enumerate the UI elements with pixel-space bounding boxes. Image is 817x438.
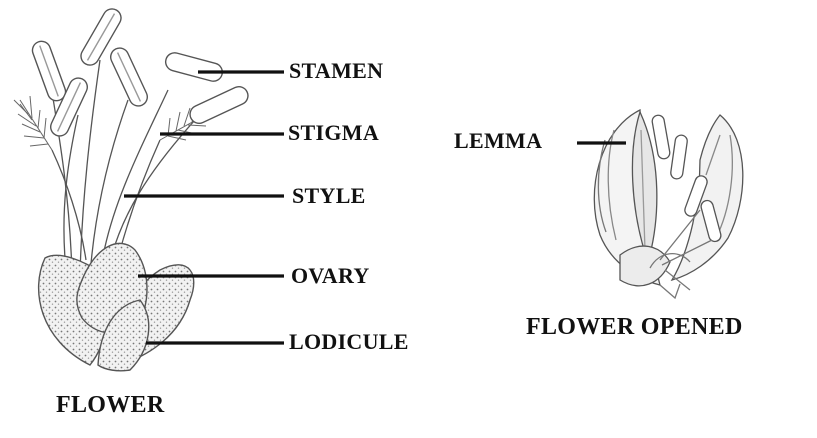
leader-lines-flower (124, 70, 284, 345)
label-lemma: LEMMA (454, 128, 543, 153)
label-ovary: OVARY (291, 263, 370, 288)
caption-flower-opened: FLOWER OPENED (526, 314, 743, 340)
caption-flower: FLOWER (56, 392, 165, 418)
label-style: STYLE (292, 183, 366, 208)
anthers (31, 8, 249, 137)
label-stigma: STIGMA (288, 120, 380, 145)
label-lodicule: LODICULE (289, 329, 409, 354)
flower-opened-drawing (593, 108, 744, 300)
ovary-and-lodicules (37, 242, 195, 372)
palea (670, 114, 744, 282)
label-stamen: STAMEN (289, 58, 384, 83)
flower-drawing (13, 8, 249, 372)
stigma-feathery-left (13, 95, 53, 151)
